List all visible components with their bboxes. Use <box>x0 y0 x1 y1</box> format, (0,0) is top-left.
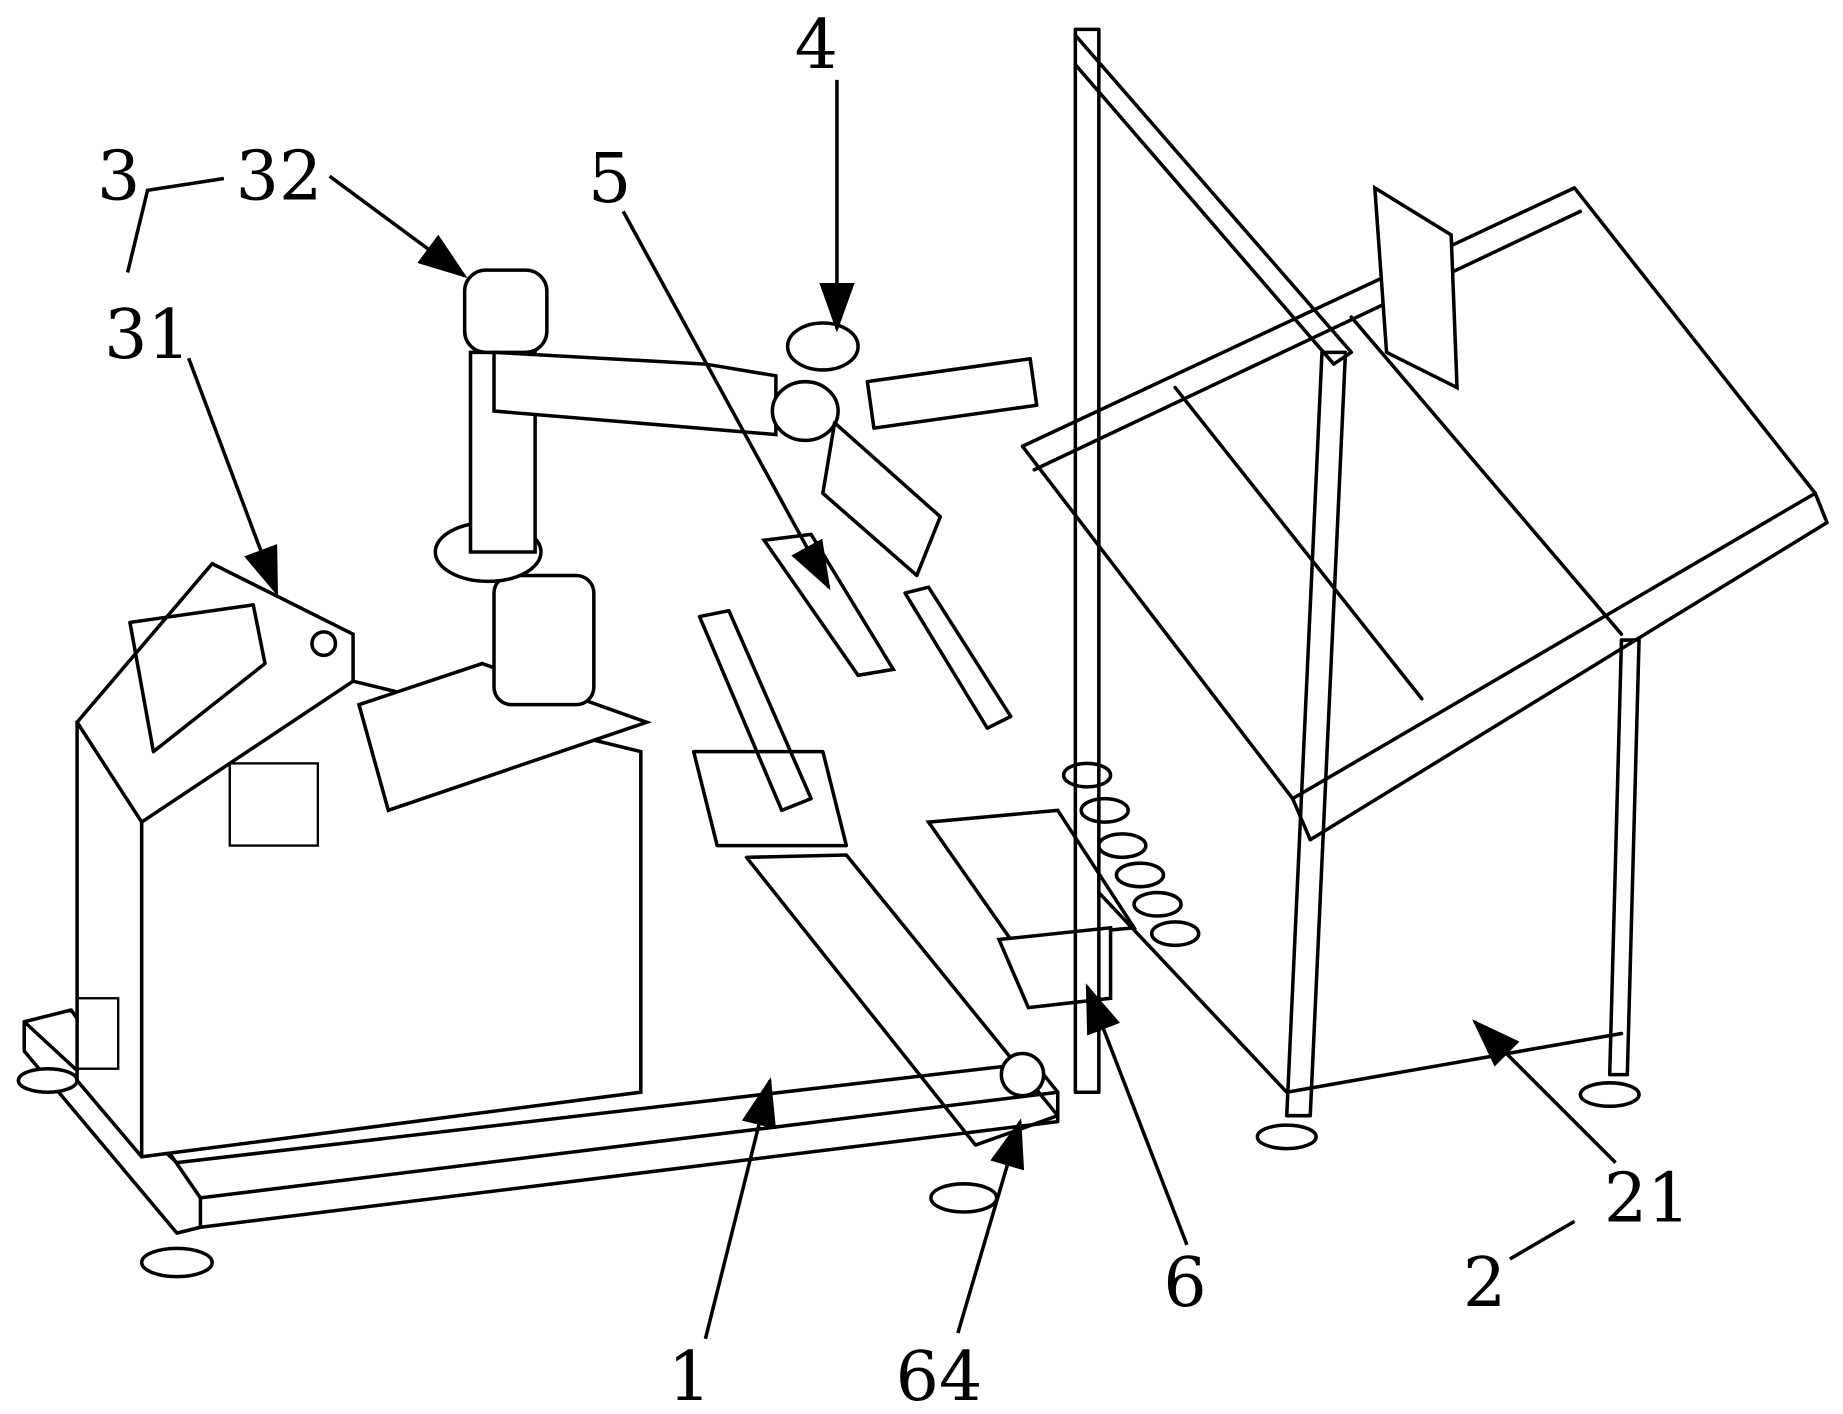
material-rack <box>1023 29 1827 1148</box>
label-6: 6 <box>1163 1244 1206 1323</box>
label-21: 21 <box>1604 1159 1691 1238</box>
label-64: 64 <box>896 1338 983 1414</box>
label-3: 3 <box>97 138 140 217</box>
label-5: 5 <box>588 140 631 219</box>
label-31: 31 <box>104 296 191 375</box>
label-2: 2 <box>1463 1244 1506 1323</box>
label-4: 4 <box>795 6 838 85</box>
label-1: 1 <box>668 1338 711 1414</box>
chute-and-station <box>694 534 1199 1095</box>
label-32: 32 <box>236 138 323 217</box>
